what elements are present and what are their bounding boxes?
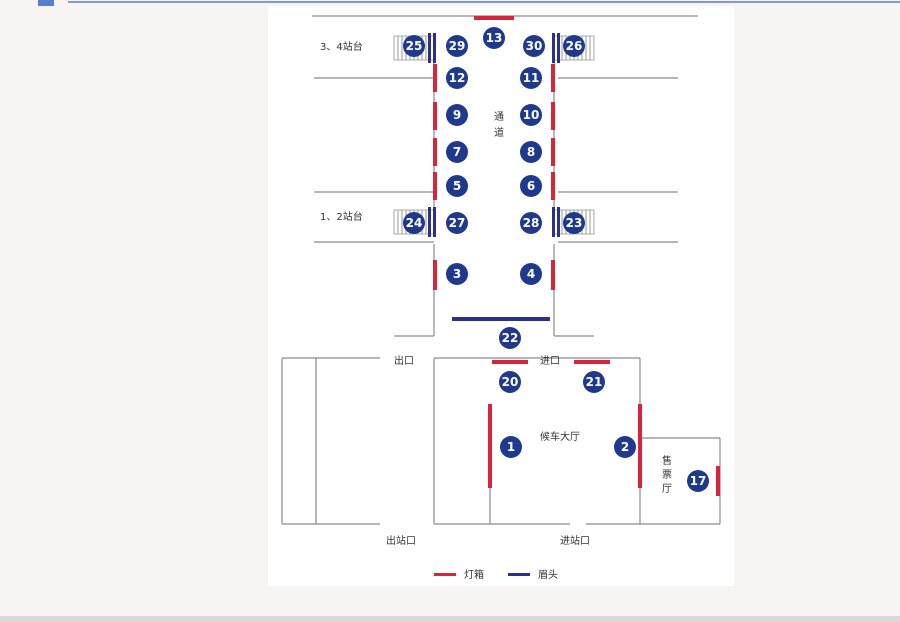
svg-text:13: 13	[486, 31, 503, 45]
marker-28: 28	[520, 212, 542, 234]
marker-26: 26	[563, 35, 585, 57]
marker-7: 7	[446, 141, 468, 163]
svg-text:1: 1	[507, 440, 515, 454]
legend: 灯箱 眉头	[434, 568, 558, 581]
svg-text:10: 10	[523, 108, 540, 122]
label-entrance: 进口	[540, 355, 560, 367]
svg-text:7: 7	[453, 145, 461, 159]
marker-3: 3	[446, 263, 468, 285]
label-ticket-3: 厅	[662, 484, 672, 495]
svg-text:30: 30	[526, 39, 543, 53]
marker-10: 10	[520, 104, 542, 126]
legend-lightbox-swatch	[434, 573, 456, 576]
station-floor-plan: 3、4站台 1、2站台 通 道 出口 进口 候车大厅 售 票 厅 出站口 进站口…	[268, 6, 734, 586]
marker-24: 24	[403, 212, 425, 234]
label-platform-34: 3、4站台	[320, 40, 363, 53]
svg-text:12: 12	[449, 71, 466, 85]
label-exit: 出口	[394, 354, 414, 367]
marker-4: 4	[520, 263, 542, 285]
marker-12: 12	[446, 67, 468, 89]
legend-lintel-label: 眉头	[538, 569, 558, 581]
svg-text:28: 28	[523, 216, 540, 230]
marker-30: 30	[523, 35, 545, 57]
marker-20: 20	[499, 371, 521, 393]
marker-25: 25	[403, 35, 425, 57]
markers: 13 25 29 30 26 12 11 9 10 7 8 5 6 24 27 …	[403, 27, 709, 492]
svg-text:6: 6	[527, 179, 535, 193]
marker-5: 5	[446, 175, 468, 197]
svg-text:3: 3	[453, 267, 461, 281]
lightboxes	[433, 16, 720, 496]
label-passage-2: 道	[494, 126, 504, 139]
svg-text:20: 20	[502, 375, 519, 389]
marker-21: 21	[583, 371, 605, 393]
legend-lintel-swatch	[508, 573, 530, 576]
marker-29: 29	[446, 35, 468, 57]
svg-text:5: 5	[453, 179, 461, 193]
svg-text:8: 8	[527, 145, 535, 159]
marker-8: 8	[520, 141, 542, 163]
label-passage-1: 通	[494, 111, 504, 123]
legend-lightbox-label: 灯箱	[464, 568, 484, 581]
label-platform-12: 1、2站台	[320, 210, 363, 223]
top-accent-bar	[0, 0, 900, 6]
lintels	[428, 33, 560, 321]
label-ticket-1: 售	[662, 454, 672, 467]
svg-text:2: 2	[621, 440, 629, 454]
svg-text:27: 27	[449, 216, 466, 230]
svg-text:25: 25	[406, 39, 423, 53]
label-ticket-2: 票	[662, 469, 672, 481]
marker-1: 1	[500, 436, 522, 458]
svg-text:24: 24	[406, 216, 423, 230]
svg-text:9: 9	[453, 108, 461, 122]
svg-text:21: 21	[586, 375, 603, 389]
marker-23: 23	[563, 212, 585, 234]
bottom-bar	[0, 616, 900, 622]
marker-22: 22	[499, 327, 521, 349]
marker-9: 9	[446, 104, 468, 126]
floor-plan-svg: 3、4站台 1、2站台 通 道 出口 进口 候车大厅 售 票 厅 出站口 进站口…	[281, 15, 721, 581]
top-accent-bar-graphic	[38, 0, 900, 6]
marker-6: 6	[520, 175, 542, 197]
svg-text:23: 23	[566, 216, 583, 230]
svg-text:11: 11	[523, 71, 540, 85]
marker-11: 11	[520, 67, 542, 89]
marker-17: 17	[687, 470, 709, 492]
marker-13: 13	[483, 27, 505, 49]
label-waiting-hall: 候车大厅	[540, 430, 580, 443]
label-enter-station: 进站口	[560, 534, 590, 547]
svg-text:22: 22	[502, 331, 519, 345]
marker-2: 2	[614, 436, 636, 458]
svg-text:17: 17	[690, 474, 707, 488]
svg-text:26: 26	[566, 39, 583, 53]
svg-text:4: 4	[527, 267, 535, 281]
label-exit-station: 出站口	[386, 534, 416, 547]
marker-27: 27	[446, 212, 468, 234]
svg-text:29: 29	[449, 39, 466, 53]
